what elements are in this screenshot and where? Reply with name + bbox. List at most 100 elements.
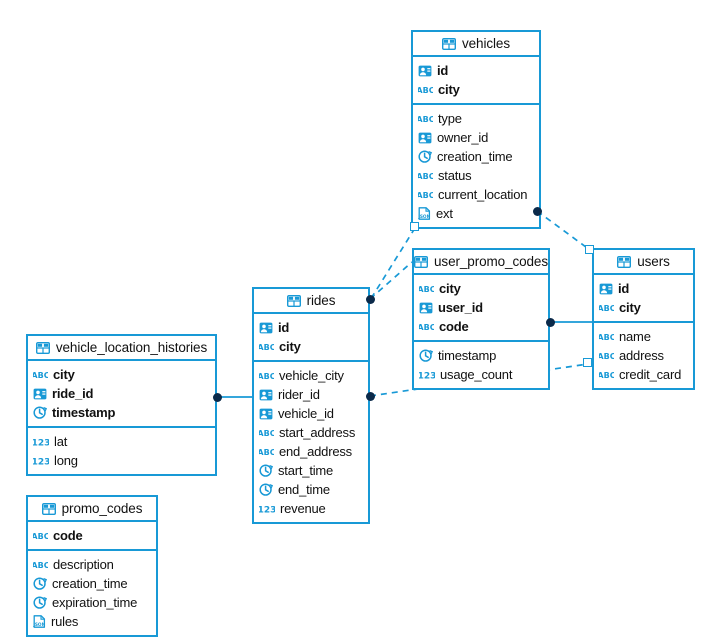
- column-row[interactable]: 123 revenue: [254, 499, 368, 518]
- column-row[interactable]: JSON ext: [413, 204, 539, 223]
- table-title: rides: [306, 293, 336, 308]
- column-row[interactable]: end_time: [254, 480, 368, 499]
- table-title: vehicles: [462, 36, 510, 51]
- primary-key-row[interactable]: id: [413, 61, 539, 80]
- relationship-line-rides-to-user-promo-codes: [369, 261, 413, 300]
- svg-text:ABC: ABC: [418, 191, 433, 200]
- field-label: id: [437, 63, 449, 78]
- field-label: description: [53, 557, 114, 572]
- field-label: end_address: [279, 444, 352, 459]
- primary-key-row[interactable]: ABC city: [414, 279, 548, 298]
- primary-key-section: ABC city user_id ABC code: [414, 275, 548, 342]
- column-row[interactable]: creation_time: [413, 147, 539, 166]
- column-row[interactable]: ABC credit_card: [594, 365, 693, 384]
- field-label: address: [619, 348, 664, 363]
- primary-key-section: ABC code: [28, 522, 156, 551]
- column-row[interactable]: ABC type: [413, 109, 539, 128]
- primary-key-row[interactable]: ABC code: [414, 317, 548, 336]
- column-row[interactable]: ABC vehicle_city: [254, 366, 368, 385]
- primary-key-row[interactable]: ABC city: [28, 365, 215, 384]
- table-title: vehicle_location_histories: [55, 340, 208, 355]
- column-row[interactable]: ABC status: [413, 166, 539, 185]
- column-section: ABC type owner_id creation_time ABC stat…: [413, 105, 539, 227]
- svg-text:ABC: ABC: [33, 371, 48, 380]
- column-row[interactable]: 123 long: [28, 451, 215, 470]
- column-row[interactable]: start_time: [254, 461, 368, 480]
- table-user_promo_codes[interactable]: user_promo_codes ABC city user_id ABC co…: [412, 248, 550, 390]
- table-header-rides[interactable]: rides: [254, 289, 368, 314]
- field-label: timestamp: [438, 348, 497, 363]
- field-label: ext: [436, 206, 453, 221]
- table-grid-icon: [414, 255, 429, 268]
- table-promo_codes[interactable]: promo_codes ABC code ABC description cre…: [26, 495, 158, 637]
- field-label: lat: [54, 434, 68, 449]
- primary-key-row[interactable]: ABC code: [28, 526, 156, 545]
- clock-icon: [259, 483, 273, 496]
- table-vehicle_location_histories[interactable]: vehicle_location_histories ABC city ride…: [26, 334, 217, 476]
- primary-key-row[interactable]: timestamp: [28, 403, 215, 422]
- column-section: ABC name ABC address ABC credit_card: [594, 323, 693, 388]
- primary-key-row[interactable]: ABC city: [594, 298, 693, 317]
- table-vehicles[interactable]: vehicles id ABC city ABC type owner_id c…: [411, 30, 541, 229]
- column-row[interactable]: JSON rules: [28, 612, 156, 631]
- svg-text:ABC: ABC: [419, 323, 434, 332]
- table-users[interactable]: users id ABC city ABC name ABC address A…: [592, 248, 695, 390]
- field-label: status: [438, 168, 472, 183]
- relationship-dot-rides-to-user-promo-codes: [366, 295, 375, 304]
- column-row[interactable]: ABC address: [594, 346, 693, 365]
- svg-text:JSON: JSON: [418, 214, 431, 220]
- number-type-icon: 123: [259, 505, 275, 515]
- primary-key-row[interactable]: ABC city: [413, 80, 539, 99]
- string-type-icon: ABC: [599, 304, 614, 313]
- string-type-icon: ABC: [33, 532, 48, 541]
- svg-text:ABC: ABC: [259, 343, 274, 352]
- relationship-dot-rides-to-users: [366, 392, 375, 401]
- column-row[interactable]: creation_time: [28, 574, 156, 593]
- relationship-square-vehicles-to-rides: [410, 222, 419, 231]
- primary-key-row[interactable]: id: [254, 318, 368, 337]
- table-grid-icon: [35, 341, 50, 354]
- primary-key-row[interactable]: user_id: [414, 298, 548, 317]
- svg-text:123: 123: [259, 505, 275, 515]
- column-row[interactable]: 123 lat: [28, 432, 215, 451]
- field-label: ride_id: [52, 386, 94, 401]
- primary-key-row[interactable]: id: [594, 279, 693, 298]
- column-row[interactable]: owner_id: [413, 128, 539, 147]
- relationship-dot-vehicle-location-histories-to-rides: [213, 393, 222, 402]
- json-type-icon: JSON: [33, 615, 46, 628]
- column-row[interactable]: expiration_time: [28, 593, 156, 612]
- column-row[interactable]: ABC name: [594, 327, 693, 346]
- field-label: vehicle_city: [279, 368, 344, 383]
- string-type-icon: ABC: [599, 352, 614, 361]
- column-row[interactable]: rider_id: [254, 385, 368, 404]
- column-row[interactable]: ABC start_address: [254, 423, 368, 442]
- table-title: promo_codes: [61, 501, 143, 516]
- column-row[interactable]: ABC end_address: [254, 442, 368, 461]
- string-type-icon: ABC: [419, 285, 434, 294]
- field-label: current_location: [438, 187, 528, 202]
- field-label: city: [279, 339, 301, 354]
- column-row[interactable]: timestamp: [414, 346, 548, 365]
- primary-key-row[interactable]: ABC city: [254, 337, 368, 356]
- table-header-users[interactable]: users: [594, 250, 693, 275]
- field-label: code: [439, 319, 469, 334]
- json-type-icon: JSON: [418, 207, 431, 220]
- id-card-icon: [259, 389, 273, 400]
- table-header-vehicles[interactable]: vehicles: [413, 32, 539, 57]
- field-label: timestamp: [52, 405, 116, 420]
- column-row[interactable]: ABC description: [28, 555, 156, 574]
- column-row[interactable]: 123 usage_count: [414, 365, 548, 384]
- svg-text:ABC: ABC: [599, 371, 614, 380]
- field-label: code: [53, 528, 83, 543]
- column-row[interactable]: ABC current_location: [413, 185, 539, 204]
- table-header-promo_codes[interactable]: promo_codes: [28, 497, 156, 522]
- svg-text:ABC: ABC: [599, 333, 614, 342]
- table-rides[interactable]: rides id ABC city ABC vehicle_city rider…: [252, 287, 370, 524]
- column-row[interactable]: vehicle_id: [254, 404, 368, 423]
- svg-text:ABC: ABC: [259, 448, 274, 457]
- primary-key-row[interactable]: ride_id: [28, 384, 215, 403]
- table-header-user_promo_codes[interactable]: user_promo_codes: [414, 250, 548, 275]
- field-label: name: [619, 329, 651, 344]
- table-header-vehicle_location_histories[interactable]: vehicle_location_histories: [28, 336, 215, 361]
